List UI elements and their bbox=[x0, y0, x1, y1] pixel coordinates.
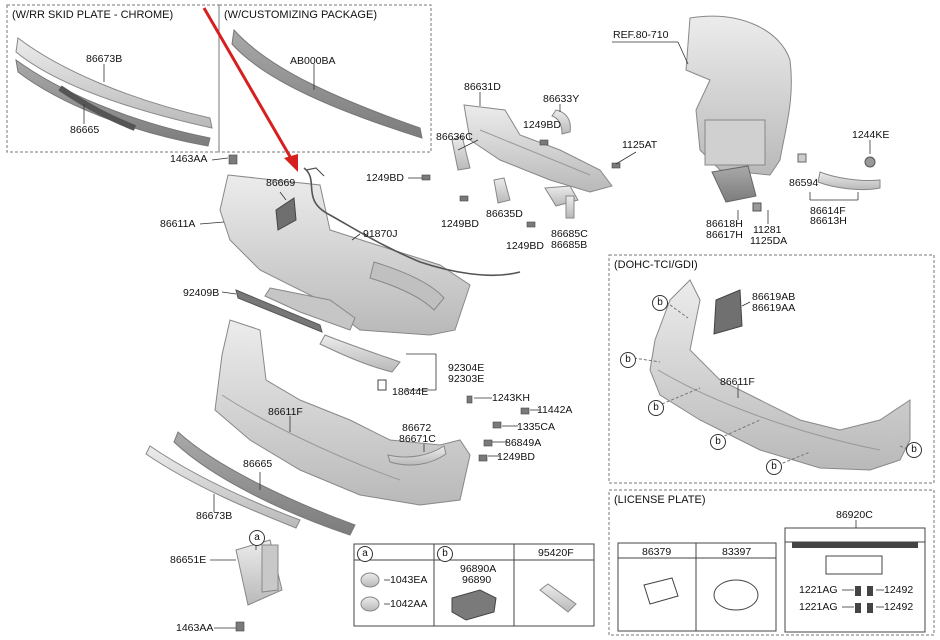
label-86614F: 86614F bbox=[810, 205, 846, 217]
label-86594: 86594 bbox=[789, 177, 819, 189]
marker-b-6: b bbox=[906, 442, 922, 458]
label-12492-a: 12492 bbox=[884, 584, 914, 596]
label-95420F: 95420F bbox=[538, 547, 574, 559]
label-86636C: 86636C bbox=[436, 131, 473, 143]
label-86685C: 86685C bbox=[551, 228, 588, 240]
label-ref-80-710: REF.80-710 bbox=[613, 29, 669, 41]
impact-beam bbox=[463, 104, 613, 193]
label-1125AT: 1125AT bbox=[622, 139, 658, 151]
label-1249BD-c: 1249BD bbox=[441, 218, 479, 230]
skid-plate-chrome-parts bbox=[15, 37, 213, 147]
label-1221AG-a: 1221AG bbox=[799, 584, 838, 596]
label-92303E: 92303E bbox=[448, 373, 485, 385]
label-86611A: 86611A bbox=[160, 218, 196, 230]
label-92304E: 92304E bbox=[448, 362, 485, 374]
label-86665-top: 86665 bbox=[70, 124, 100, 136]
label-83397: 83397 bbox=[722, 546, 752, 558]
label-86673B-bot: 86673B bbox=[196, 510, 233, 522]
label-1249BD-d: 1249BD bbox=[506, 240, 544, 252]
label-AB000BA: AB000BA bbox=[290, 55, 336, 67]
label-86685B: 86685B bbox=[551, 239, 588, 251]
label-11442A: 11442A bbox=[537, 404, 573, 416]
label-1244KE: 1244KE bbox=[852, 129, 890, 141]
label-86379: 86379 bbox=[642, 546, 672, 558]
dohc-bumper bbox=[649, 279, 911, 471]
label-1249BD-a: 1249BD bbox=[523, 119, 561, 131]
label-1243KH: 1243KH bbox=[492, 392, 530, 404]
label-86631D: 86631D bbox=[464, 81, 501, 93]
label-86611F-main: 86611F bbox=[268, 406, 303, 418]
marker-b-legend: b bbox=[437, 546, 453, 562]
label-11281: 11281 bbox=[753, 224, 782, 236]
label-1249BD-e: 1249BD bbox=[497, 451, 535, 463]
bolt-set bbox=[228, 139, 621, 632]
label-86651E: 86651E bbox=[170, 554, 207, 566]
label-1249BD-b: 1249BD bbox=[366, 172, 404, 184]
label-86671C: 86671C bbox=[399, 433, 436, 445]
label-96890A: 96890A bbox=[460, 563, 497, 575]
label-1463AA-bot: 1463AA bbox=[176, 622, 214, 634]
header-license: (LICENSE PLATE) bbox=[614, 494, 706, 506]
label-1042AA: 1042AA bbox=[390, 598, 428, 610]
quarter-panel-ref bbox=[685, 15, 792, 176]
marker-b-3: b bbox=[648, 400, 664, 416]
marker-a-legend: a bbox=[357, 546, 373, 562]
label-91870J: 91870J bbox=[363, 228, 398, 240]
header-skid-chrome: (W/RR SKID PLATE - CHROME) bbox=[12, 9, 174, 21]
marker-b-5: b bbox=[766, 459, 782, 475]
header-customizing: (W/CUSTOMIZING PACKAGE) bbox=[224, 9, 377, 21]
label-12492-b: 12492 bbox=[884, 601, 914, 613]
label-86633Y: 86633Y bbox=[543, 93, 580, 105]
label-86619AA: 86619AA bbox=[752, 302, 796, 314]
label-86613H: 86613H bbox=[810, 215, 847, 227]
label-1463AA-top: 1463AA bbox=[170, 153, 208, 165]
label-86618H: 86618H bbox=[706, 218, 743, 230]
label-86669: 86669 bbox=[266, 177, 296, 189]
label-86619AB: 86619AB bbox=[752, 291, 796, 303]
marker-b-2: b bbox=[620, 352, 636, 368]
label-86672: 86672 bbox=[402, 422, 432, 434]
label-86849A: 86849A bbox=[505, 437, 542, 449]
label-86617H: 86617H bbox=[706, 229, 743, 241]
marker-b-4: b bbox=[710, 434, 726, 450]
marker-a-bracket: a bbox=[249, 530, 265, 546]
label-92409B: 92409B bbox=[183, 287, 220, 299]
label-86673B-top: 86673B bbox=[86, 53, 123, 65]
label-1335CA: 1335CA bbox=[517, 421, 555, 433]
label-86635D: 86635D bbox=[486, 208, 523, 220]
label-86611F-dohc: 86611F bbox=[720, 376, 755, 388]
label-1221AG-b: 1221AG bbox=[799, 601, 838, 613]
label-18644E: 18644E bbox=[392, 386, 429, 398]
label-96890: 96890 bbox=[462, 574, 492, 586]
label-1043EA: 1043EA bbox=[390, 574, 428, 586]
label-1125DA: 1125DA bbox=[750, 235, 788, 247]
header-dohc: (DOHC-TCI/GDI) bbox=[614, 259, 698, 271]
label-86920C: 86920C bbox=[836, 509, 873, 521]
rear-bumper-upper bbox=[219, 174, 471, 336]
label-86665-bot: 86665 bbox=[243, 458, 273, 470]
marker-b-1: b bbox=[652, 295, 668, 311]
